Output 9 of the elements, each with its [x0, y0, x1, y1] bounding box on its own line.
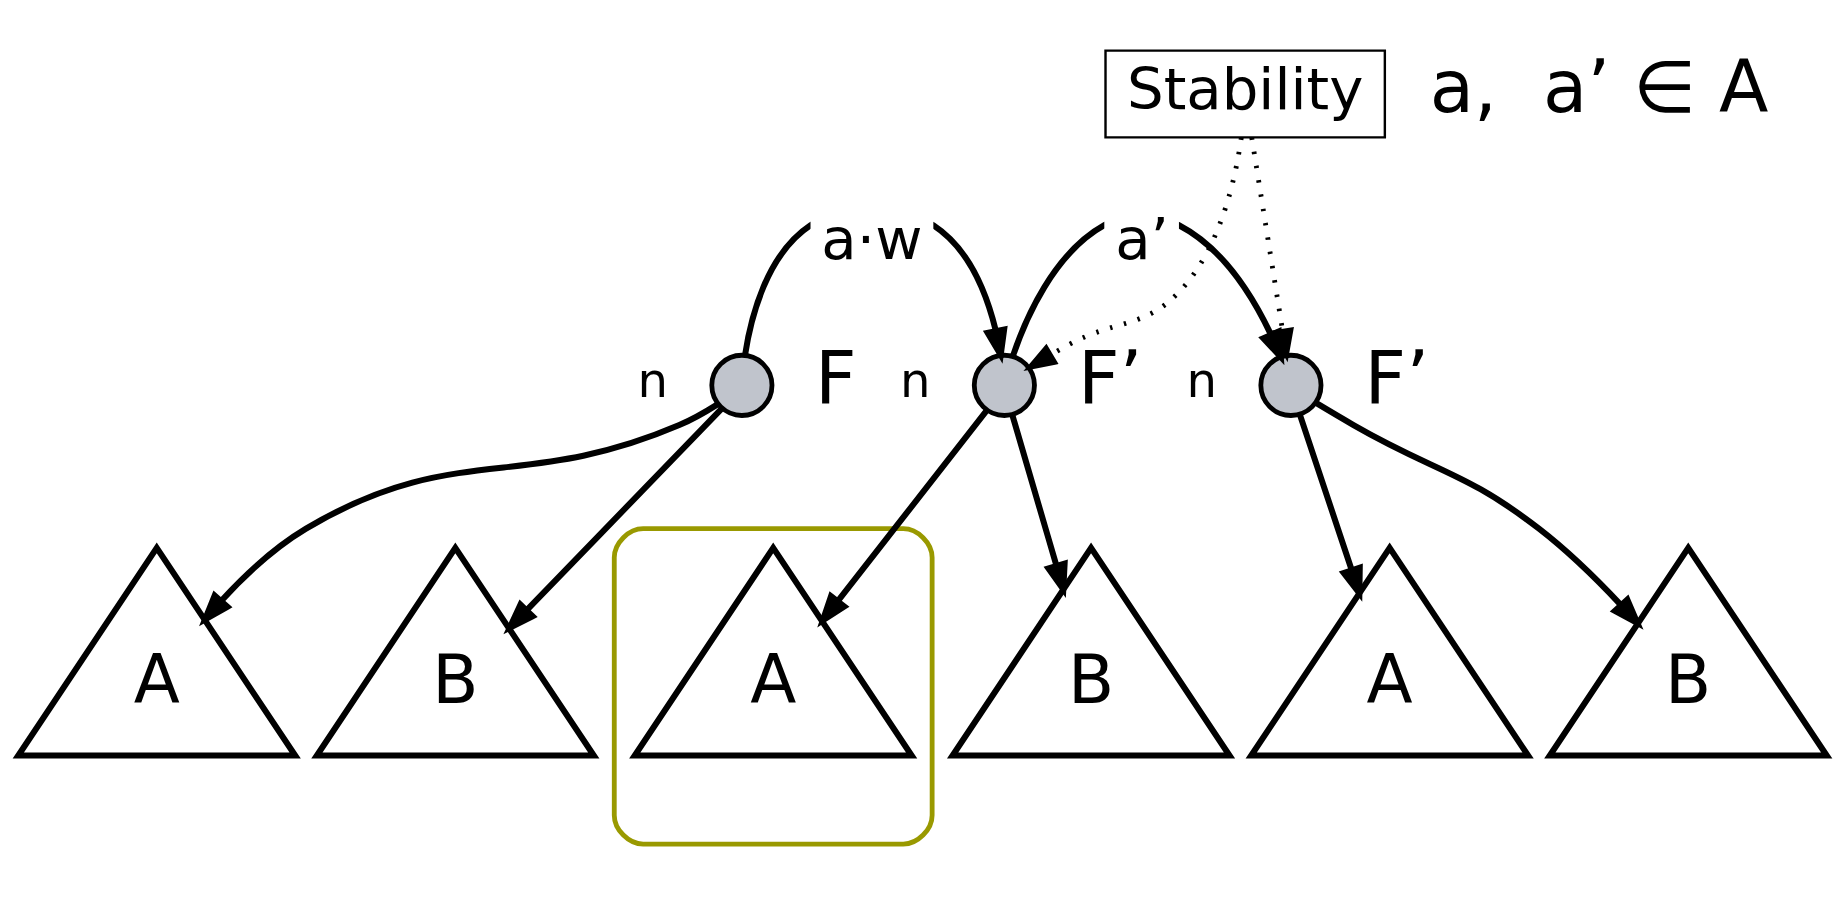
label: a, a’ ∈ A — [1429, 44, 1769, 129]
node-label: n — [1186, 351, 1218, 408]
node-label: n — [637, 351, 669, 408]
node-label: F’ — [1078, 335, 1143, 420]
edge-label: a’ — [1115, 204, 1169, 273]
node-label: F’ — [1364, 335, 1430, 420]
node-label: n — [900, 351, 931, 408]
edge-label: a·w — [821, 204, 923, 273]
node-label: F — [815, 335, 857, 420]
